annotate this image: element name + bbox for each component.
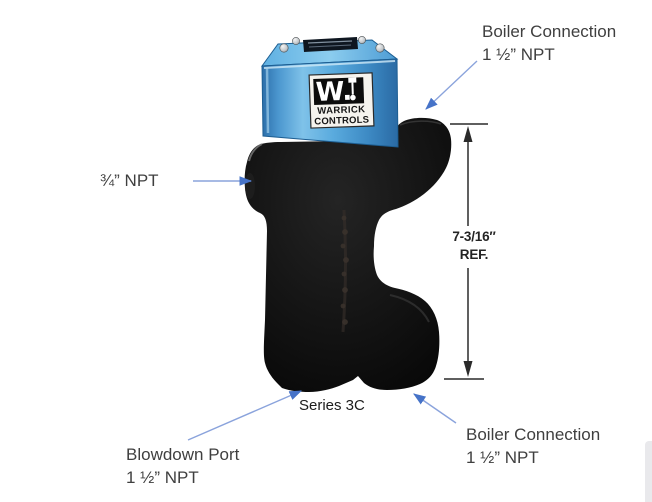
label-line: 1 ½” NPT (466, 448, 539, 467)
right-edge-artifact (645, 441, 652, 502)
brand-text: CONTROLS (314, 115, 369, 128)
warrick-label: W. WARRICK CONTROLS (308, 72, 375, 129)
dimension-arrowhead-down (463, 361, 473, 377)
casting-shoulder-highlight (248, 143, 263, 162)
elbow-highlight (389, 294, 430, 323)
cover-screws (279, 36, 385, 53)
screw-icon (375, 43, 385, 53)
label-npt-three-quarter: ¾” NPT (100, 169, 159, 192)
casting-silhouette (244, 117, 452, 392)
label-blowdown-port: Blowdown Port 1 ½” NPT (126, 443, 239, 489)
screw-icon (292, 37, 300, 45)
label-series-3c: Series 3C (299, 397, 365, 415)
arm-top-highlight (399, 120, 442, 126)
label-line: Blowdown Port (126, 445, 240, 464)
cast-seam (341, 209, 347, 333)
dimension-ref: REF. (459, 247, 489, 262)
label-line: 1 ½” NPT (482, 45, 555, 64)
casting-body (244, 117, 452, 392)
label-line: ¾” NPT (100, 171, 159, 190)
label-line: 1 ½” NPT (126, 468, 199, 487)
enclosure-left-highlight (265, 67, 270, 134)
nameplate-text-line (308, 44, 352, 48)
callout-arrows (187, 60, 478, 441)
screw-icon (279, 43, 289, 53)
dimension-line (444, 123, 488, 380)
probe-icon (348, 77, 357, 101)
screw-icon (358, 36, 366, 44)
brand-text: WARRICK (317, 104, 366, 117)
cast-lettering-texture (340, 215, 349, 325)
w-logo-letter: W. (315, 77, 352, 108)
dimension-arrowhead-up (463, 126, 473, 142)
arrow-blowdown (187, 390, 303, 441)
top-nameplate (303, 37, 358, 52)
side-port-face (245, 173, 255, 199)
label-line: Boiler Connection (482, 22, 617, 41)
arrow-boiler-top (425, 60, 478, 110)
dimension-value: 7-3/16″ (452, 229, 496, 244)
label-dimension-ref: 7-3/16″ REF. (429, 228, 519, 264)
enclosure-ridge-highlight (263, 60, 396, 69)
label-boiler-connection-top: Boiler Connection 1 ½” NPT (482, 20, 616, 66)
label-boiler-connection-bottom: Boiler Connection 1 ½” NPT (466, 423, 600, 469)
label-line: Boiler Connection (466, 425, 601, 444)
arrow-boiler-bottom (413, 393, 457, 424)
label-line: Series 3C (299, 397, 365, 414)
nameplate-text-line (307, 40, 353, 44)
control-enclosure: W. WARRICK CONTROLS (260, 36, 399, 148)
